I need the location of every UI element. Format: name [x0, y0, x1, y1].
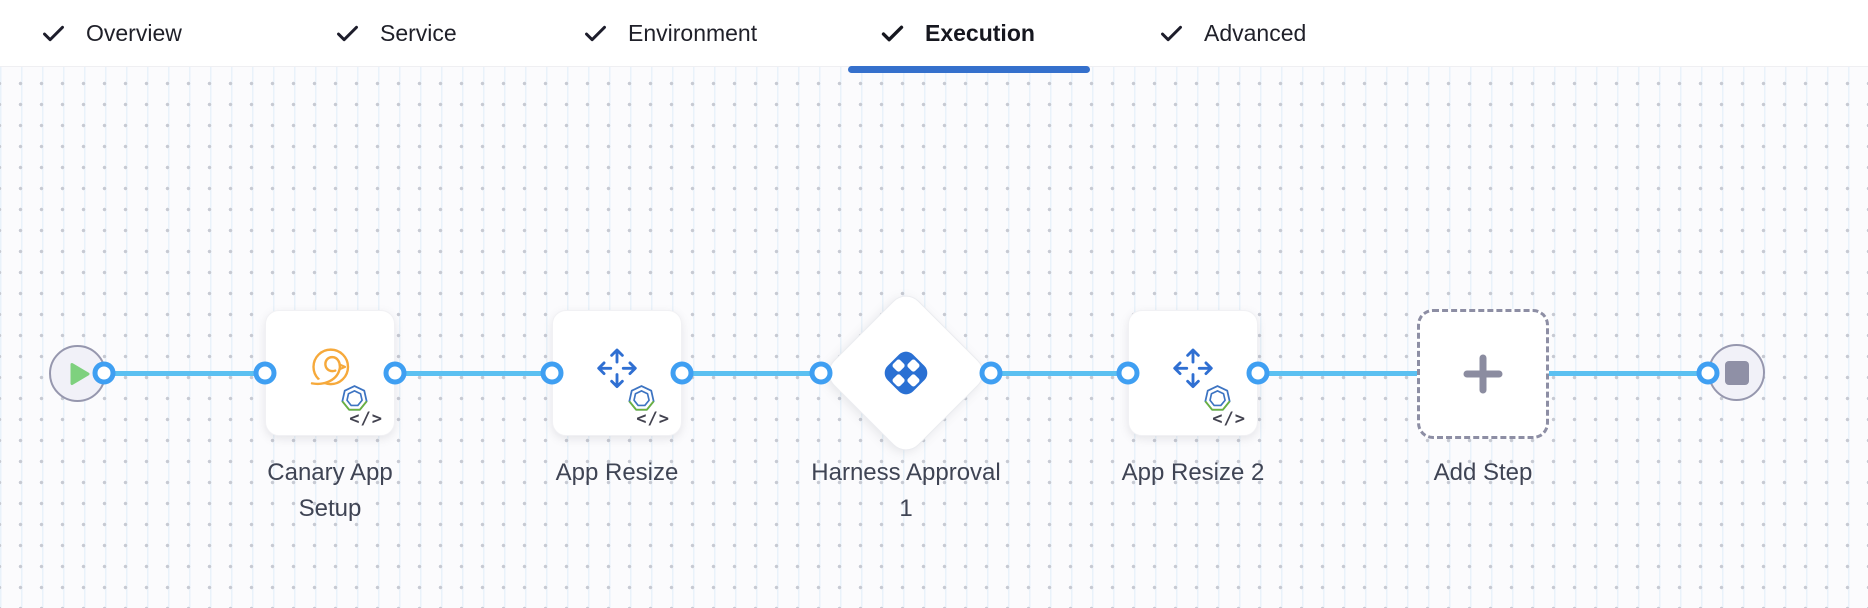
- connector-ring[interactable]: [979, 361, 1003, 385]
- connector-ring[interactable]: [809, 361, 833, 385]
- connector-ring[interactable]: [92, 361, 116, 385]
- check-icon: [334, 20, 361, 47]
- connector-ring[interactable]: [540, 361, 564, 385]
- add-step-button[interactable]: [1417, 309, 1549, 439]
- connector-ring[interactable]: [670, 361, 694, 385]
- stop-icon: [1724, 360, 1750, 386]
- connector-ring[interactable]: [253, 361, 277, 385]
- pipeline-canvas[interactable]: </> </>: [0, 67, 1868, 608]
- pipeline-start-node[interactable]: [49, 345, 106, 402]
- check-icon: [582, 20, 609, 47]
- check-icon: [1158, 20, 1185, 47]
- check-icon: [40, 20, 67, 47]
- tab-label: Environment: [628, 19, 758, 46]
- canary-icon: [306, 344, 354, 397]
- connector-ring[interactable]: [1246, 361, 1270, 385]
- resize-arrows-icon: [592, 343, 642, 398]
- code-template-badge: </>: [349, 409, 383, 429]
- tab-label: Overview: [86, 19, 182, 46]
- tab-service[interactable]: Service: [334, 0, 457, 66]
- connector-ring[interactable]: [1116, 361, 1140, 385]
- tab-overview[interactable]: Overview: [40, 0, 182, 66]
- node-label-app-resize-2: App Resize 2: [1121, 459, 1265, 486]
- resize-arrows-icon: [1168, 343, 1218, 398]
- connector-ring[interactable]: [383, 361, 407, 385]
- connector-ring[interactable]: [1696, 361, 1720, 385]
- tab-execution[interactable]: Execution: [879, 0, 1035, 66]
- step-node-app-resize[interactable]: </>: [552, 310, 682, 436]
- node-label-harness-approval-1: Harness Approval 1: [811, 459, 1001, 522]
- node-label-app-resize: App Resize: [555, 459, 679, 486]
- play-icon: [68, 361, 92, 387]
- tab-label: Advanced: [1204, 19, 1307, 46]
- code-template-badge: </>: [636, 409, 670, 429]
- code-template-badge: </>: [1212, 409, 1246, 429]
- kubernetes-icon: [341, 385, 368, 417]
- active-tab-underline: [848, 66, 1090, 73]
- check-icon: [879, 20, 906, 47]
- step-node-canary-app-setup[interactable]: </>: [265, 310, 395, 436]
- node-label-canary-app-setup: Canary App Setup: [267, 459, 393, 522]
- step-wizard-tabbar: Overview Service Environment Execution A…: [0, 0, 1868, 67]
- tab-environment[interactable]: Environment: [582, 0, 757, 66]
- tab-label: Execution: [925, 19, 1035, 46]
- tab-label: Service: [380, 19, 457, 46]
- kubernetes-icon: [1204, 385, 1231, 417]
- tab-advanced[interactable]: Advanced: [1158, 0, 1306, 66]
- step-node-app-resize-2[interactable]: </>: [1128, 310, 1258, 436]
- kubernetes-icon: [628, 385, 655, 417]
- approval-node-harness-approval-1[interactable]: [821, 288, 991, 458]
- harness-approval-icon: [878, 345, 934, 401]
- node-label-add-step: Add Step: [1433, 459, 1533, 486]
- plus-icon: [1460, 351, 1506, 397]
